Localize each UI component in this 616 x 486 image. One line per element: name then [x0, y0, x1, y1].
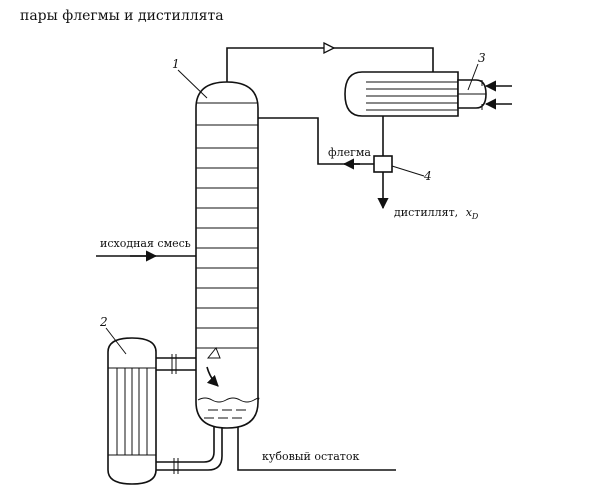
vapour-line	[226, 41, 434, 82]
vapour-arrow	[206, 366, 219, 387]
condenser-marker: 3	[467, 51, 486, 91]
reflux-divider: 4	[373, 116, 432, 210]
distillate-sub: D	[471, 212, 479, 221]
reflux-line	[258, 117, 374, 170]
feed-label: исходная смесь	[100, 237, 191, 250]
reboiler-marker: 2	[99, 315, 127, 355]
reboiler-vapour-pipe	[156, 354, 196, 374]
distillation-column	[195, 81, 260, 429]
divider-marker-label: 4	[423, 169, 432, 183]
distillate-var: x	[466, 206, 473, 219]
reflux-label: флегма	[328, 146, 371, 159]
column-marker-label: 1	[172, 57, 180, 71]
distillate-label: дистиллят, xD	[394, 206, 479, 221]
vapour-flow-arrow	[323, 41, 336, 55]
bottoms-line	[237, 427, 396, 471]
reboiler-liquid-pipe	[156, 426, 223, 474]
reboiler	[107, 337, 157, 485]
condenser	[344, 71, 512, 117]
column-marker: 1	[172, 57, 208, 99]
diagram-caption: пары флегмы и дистиллята	[20, 8, 224, 24]
column-trays	[196, 102, 258, 349]
sump-liquid	[197, 397, 260, 419]
reboiler-marker-label: 2	[99, 315, 108, 329]
condenser-marker-label: 3	[478, 51, 486, 65]
vapour-inlet-marker	[206, 347, 221, 359]
bottoms-label: кубовый остаток	[262, 450, 360, 463]
distillate-text: дистиллят,	[394, 206, 458, 219]
